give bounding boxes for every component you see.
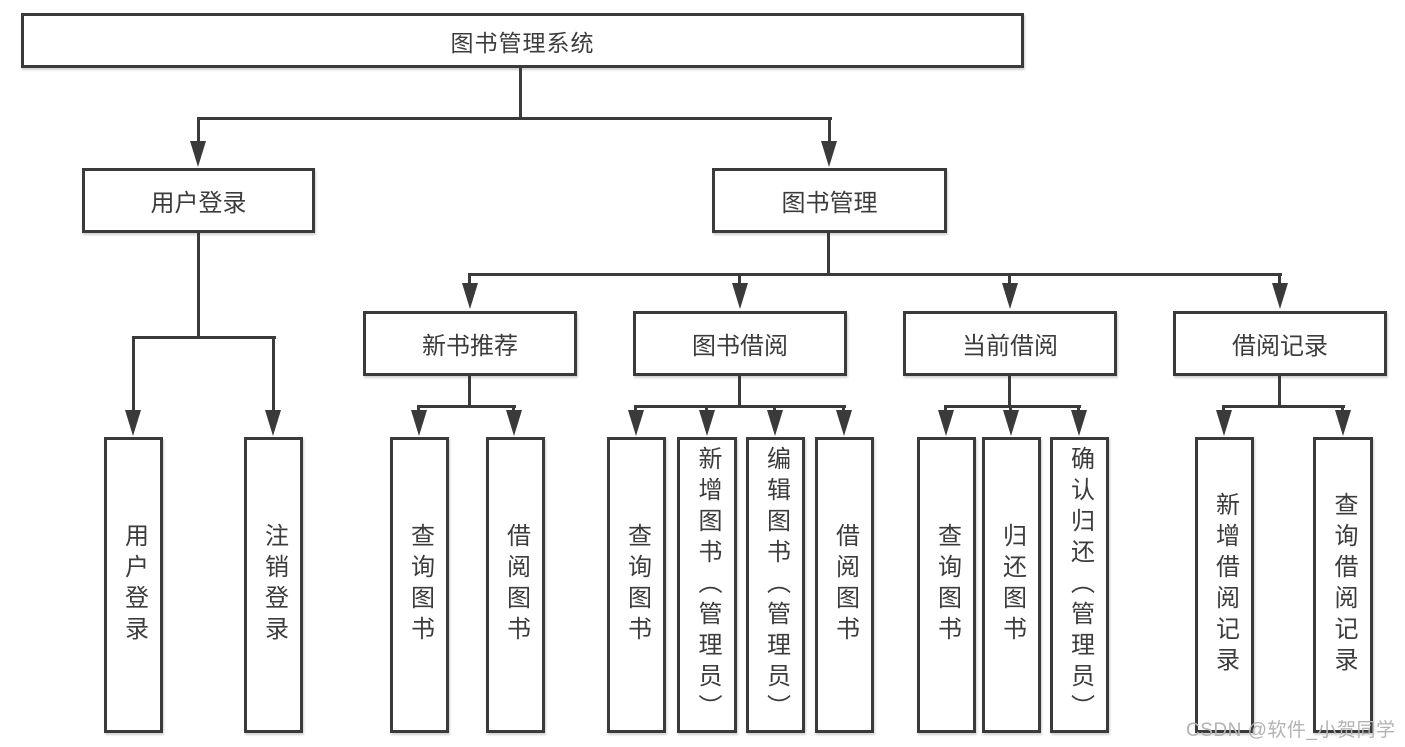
- arrow-head: [506, 410, 522, 436]
- node-label: 图书借阅: [692, 333, 788, 360]
- leaf-return-books: 归还图书: [982, 437, 1041, 733]
- h-line: [468, 273, 1282, 276]
- arrow-head: [1216, 410, 1232, 436]
- arrow-head: [411, 410, 427, 436]
- arrow-shaft: [197, 119, 200, 146]
- arrow-head: [938, 410, 954, 436]
- arrow-head: [821, 141, 837, 167]
- arrow-head: [1003, 410, 1019, 436]
- leaf-label: 编辑图书（管理员）: [762, 445, 790, 725]
- node-borrowing-records: 借阅记录: [1173, 311, 1387, 376]
- node-label: 新书推荐: [422, 333, 518, 360]
- leaf-logout: 注销登录: [244, 437, 303, 733]
- h-line: [1222, 405, 1345, 408]
- leaf-label: 查询图书: [406, 523, 434, 647]
- leaf-query-books-borrowing: 查询图书: [607, 437, 666, 733]
- leaf-label: 注销登录: [260, 523, 288, 647]
- arrow-head: [1071, 410, 1087, 436]
- h-line: [944, 405, 1081, 408]
- v-line: [468, 374, 471, 405]
- arrow-head: [732, 283, 748, 309]
- leaf-label: 查询图书: [933, 523, 961, 647]
- node-user-login: 用户登录: [82, 168, 315, 233]
- arrow-shaft: [1278, 275, 1281, 287]
- csdn-watermark: CSDN @软件_小贺同学: [1186, 720, 1396, 741]
- node-new-book-recommend: 新书推荐: [363, 311, 577, 376]
- v-line: [738, 374, 741, 405]
- arrow-head: [836, 410, 852, 436]
- arrow-head: [699, 410, 715, 436]
- node-label: 图书管理系统: [450, 29, 595, 56]
- leaf-label: 查询图书: [623, 523, 651, 647]
- h-line: [417, 405, 516, 408]
- arrow-shaft: [468, 275, 471, 287]
- h-line: [197, 117, 832, 120]
- arrow-head: [767, 410, 783, 436]
- arrow-head: [125, 410, 141, 436]
- v-line: [827, 231, 830, 273]
- leaf-query-borrow-record: 查询借阅记录: [1313, 437, 1373, 733]
- leaf-label: 借阅图书: [831, 523, 859, 647]
- v-line: [1278, 374, 1281, 405]
- node-label: 当前借阅: [962, 333, 1058, 360]
- arrow-shaft: [272, 338, 275, 414]
- leaf-label: 新增图书（管理员）: [694, 445, 721, 725]
- leaf-query-books-recommend: 查询图书: [390, 437, 449, 733]
- arrow-head: [462, 283, 478, 309]
- leaf-confirm-return-admin: 确认归还（管理员）: [1050, 437, 1109, 733]
- arrow-shaft: [1008, 275, 1011, 287]
- node-system-root: 图书管理系统: [21, 13, 1024, 68]
- v-line: [197, 231, 200, 336]
- leaf-add-borrow-record: 新增借阅记录: [1195, 437, 1254, 733]
- leaf-label: 归还图书: [998, 523, 1026, 647]
- arrow-head: [1272, 283, 1288, 309]
- node-label: 借阅记录: [1232, 333, 1328, 360]
- node-label: 用户登录: [150, 190, 247, 217]
- leaf-query-books-current: 查询图书: [917, 437, 976, 733]
- node-current-borrowing: 当前借阅: [903, 311, 1117, 376]
- leaf-label: 借阅图书: [502, 523, 530, 647]
- arrow-shaft: [828, 119, 831, 146]
- leaf-borrow-books: 借阅图书: [815, 437, 874, 733]
- arrow-head: [265, 410, 281, 436]
- h-line: [634, 405, 846, 408]
- leaf-label: 确认归还（管理员）: [1066, 445, 1094, 725]
- arrow-head: [628, 410, 644, 436]
- leaf-label: 用户登录: [120, 523, 148, 647]
- h-line: [132, 336, 276, 339]
- arrow-head: [190, 141, 206, 167]
- arrow-shaft: [132, 338, 135, 414]
- leaf-label: 查询借阅记录: [1330, 492, 1357, 678]
- leaf-borrow-books-recommend: 借阅图书: [486, 437, 545, 733]
- arrow-shaft: [738, 275, 741, 287]
- leaf-add-books-admin: 新增图书（管理员）: [677, 437, 737, 733]
- node-book-borrowing: 图书借阅: [633, 311, 847, 376]
- leaf-label: 新增借阅记录: [1211, 492, 1239, 678]
- v-line: [1008, 374, 1011, 405]
- node-book-management: 图书管理: [712, 168, 947, 233]
- leaf-edit-books-admin: 编辑图书（管理员）: [746, 437, 805, 733]
- leaf-user-login: 用户登录: [104, 437, 163, 733]
- v-line: [519, 66, 522, 119]
- arrow-head: [1335, 410, 1351, 436]
- arrow-head: [1002, 283, 1018, 309]
- node-label: 图书管理: [781, 190, 878, 217]
